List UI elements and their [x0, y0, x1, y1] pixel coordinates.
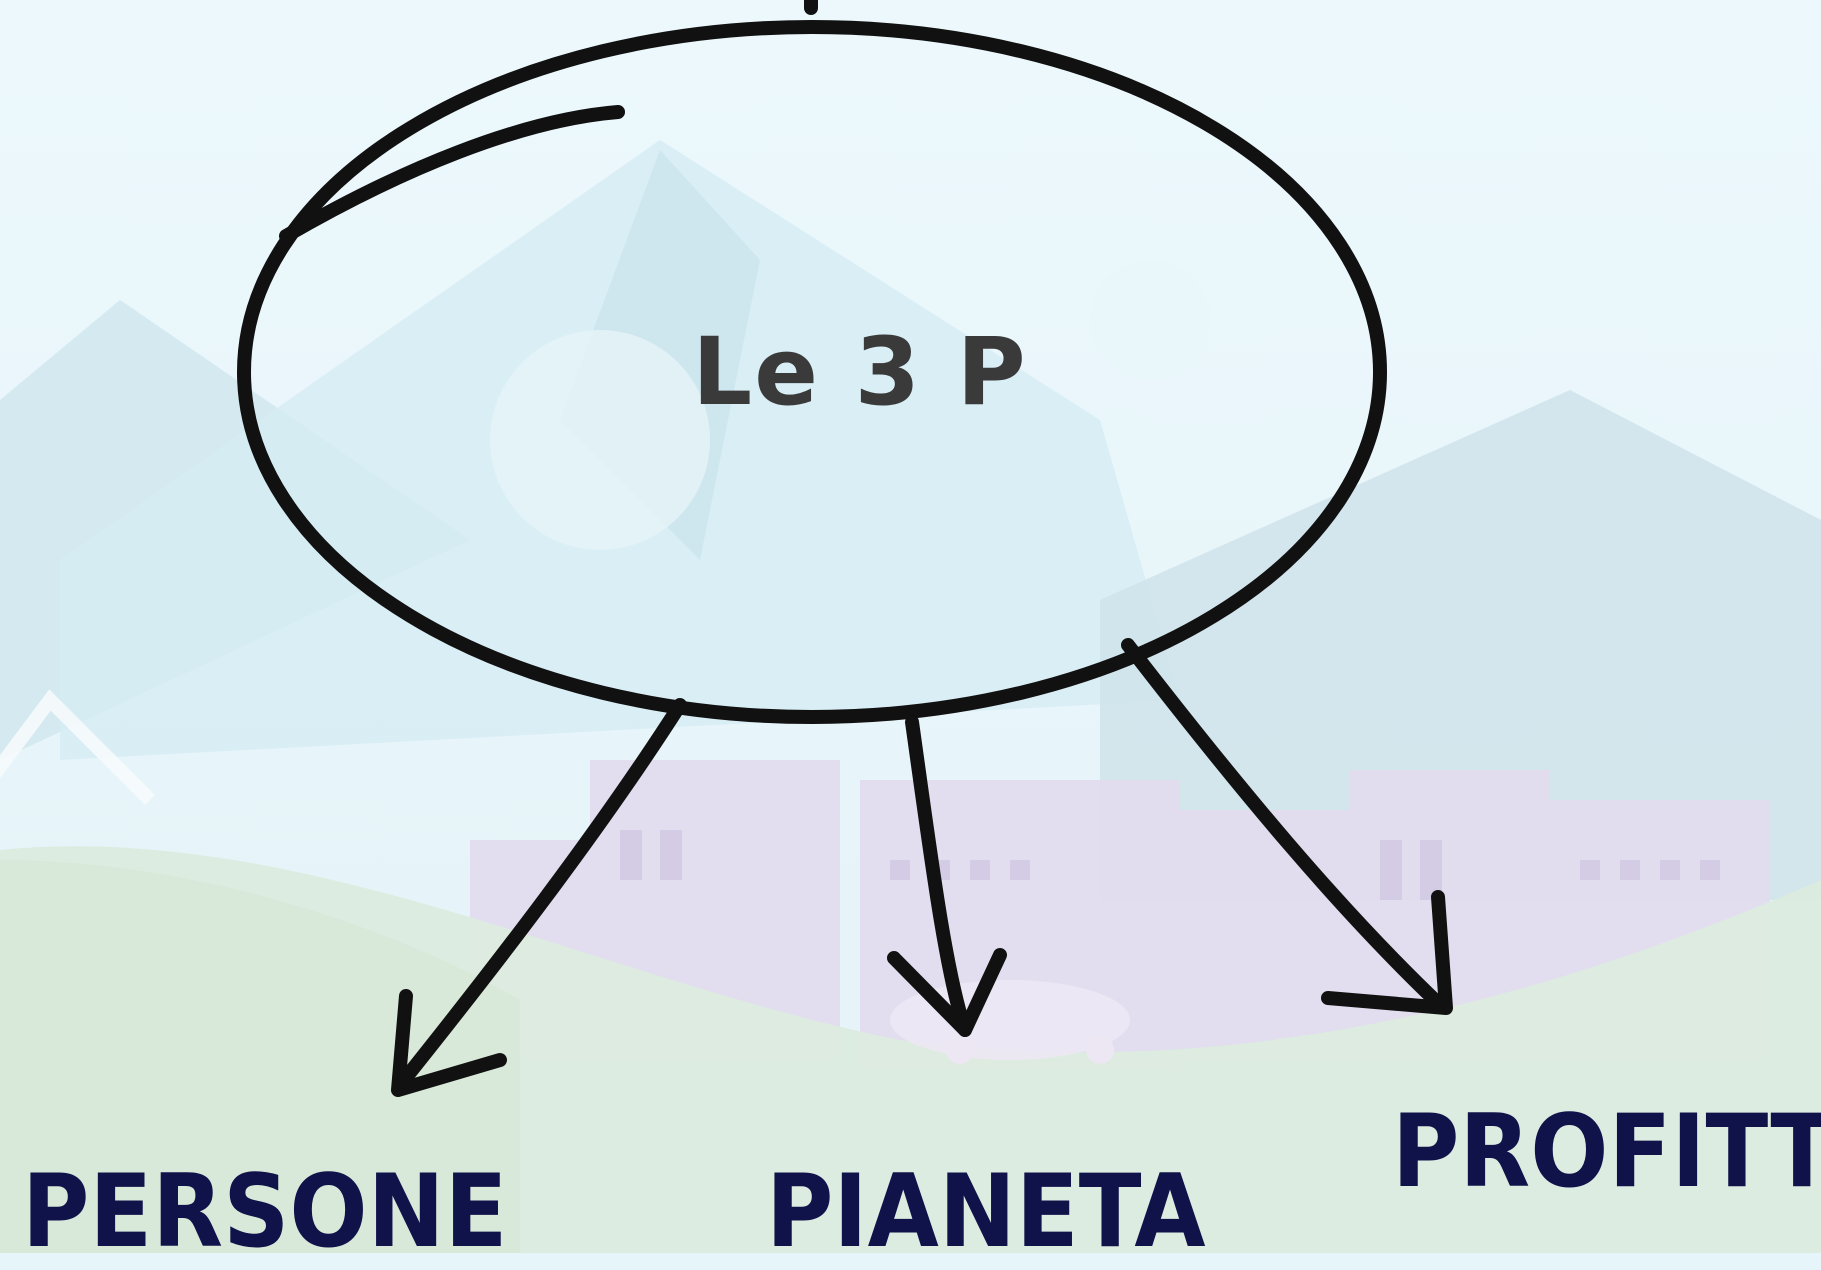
cloud-shape	[490, 330, 710, 550]
mountain-right	[1100, 390, 1821, 900]
hill-left	[0, 860, 520, 1253]
arrow-pianeta	[905, 715, 972, 1037]
center-label: Le 3 P	[692, 318, 1028, 427]
cloud-shape	[1090, 260, 1210, 380]
arrow-persone	[393, 698, 687, 1092]
branch-label-profitti: PROFITTI	[1392, 1092, 1821, 1211]
arrowhead-pianeta	[887, 948, 1007, 1037]
branch-label-pianeta: PIANETA	[766, 1152, 1206, 1270]
arrowhead-profitti	[1321, 890, 1453, 1015]
arrow-profitti	[1121, 638, 1447, 1012]
building-windows	[620, 830, 1720, 900]
branch-label-persone: PERSONE	[22, 1152, 508, 1270]
car-wheel	[1086, 1036, 1114, 1064]
diagram-strokes	[237, 0, 1453, 1097]
car-wheel	[946, 1036, 974, 1064]
house-outline	[0, 689, 155, 805]
ellipse-tail-stroke	[279, 105, 625, 243]
center-ellipse	[237, 20, 1387, 724]
arrowhead-persone	[391, 989, 507, 1097]
